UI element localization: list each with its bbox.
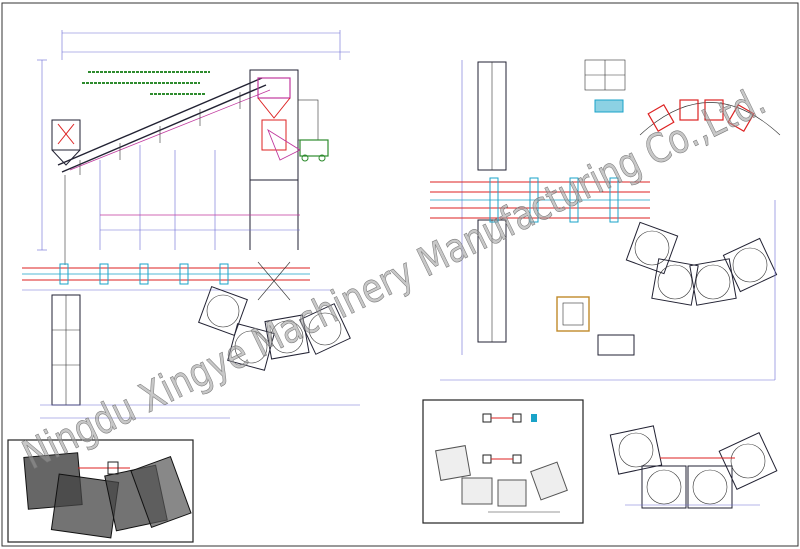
- watermark: Ningdu Xingye Machinery Manufacturing Co…: [16, 78, 773, 479]
- inset-plan-bottom-right: [609, 425, 778, 509]
- aggregate-hopper: [51, 119, 81, 166]
- annotation-notes: [82, 71, 210, 95]
- left-elevation-view: [22, 30, 360, 419]
- silo-cluster-left: [198, 261, 351, 371]
- left-vertical-structure: [40, 294, 360, 419]
- plan-rails-left: [22, 263, 330, 291]
- silo-cluster-right: [625, 221, 778, 306]
- right-plan-view: [430, 59, 781, 381]
- inset-panel-bottom-left: [7, 439, 194, 543]
- inset-panel-bottom-middle: [422, 399, 584, 524]
- mixing-tower: [249, 69, 329, 250]
- support-columns: [64, 145, 300, 265]
- inclined-belt-conveyor: [57, 77, 271, 175]
